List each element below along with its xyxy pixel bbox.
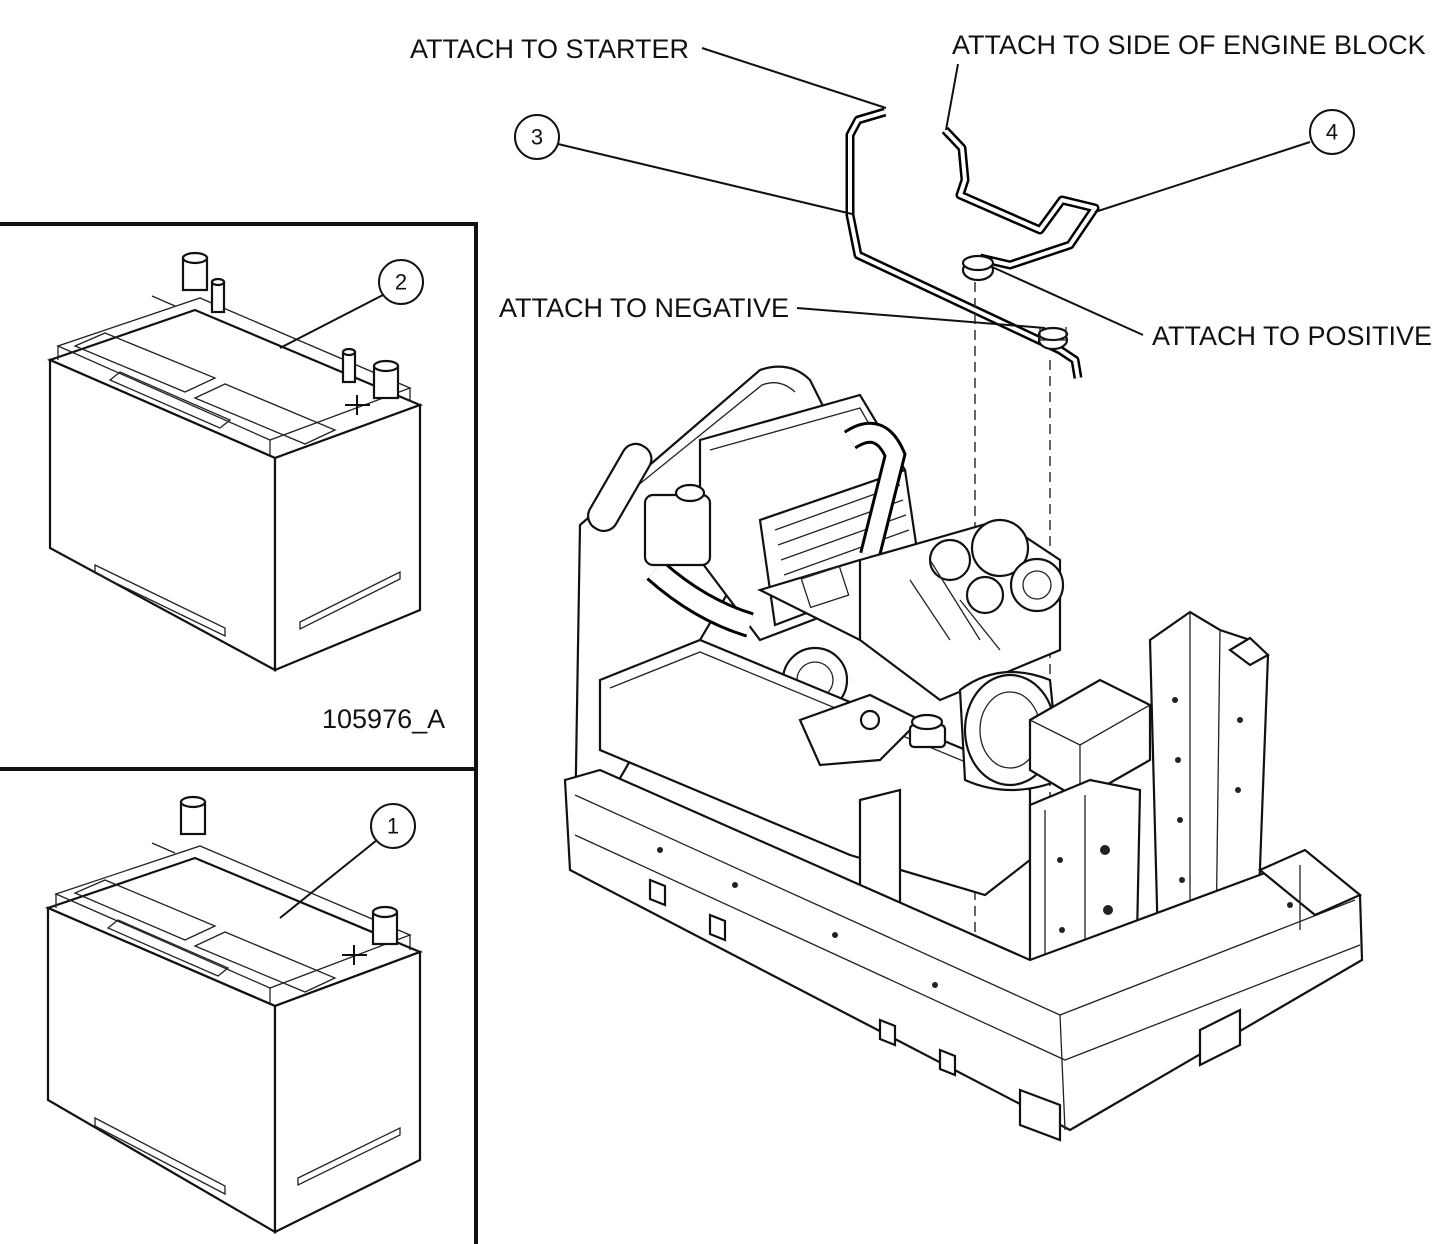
battery-inset-frames <box>0 222 478 1244</box>
attach-positive-text: ATTACH TO POSITIVE <box>1152 321 1432 351</box>
generator-assembly-illustration <box>563 365 1364 1142</box>
battery-upper-illustration <box>46 251 424 672</box>
callout-4-number: 4 <box>1326 120 1338 145</box>
figure-id-label: 105976_A <box>322 704 445 734</box>
callout-3-number: 3 <box>531 125 543 150</box>
attach-starter-text: ATTACH TO STARTER <box>410 34 689 64</box>
positive-cable <box>941 126 1100 282</box>
attach-engine-block-text: ATTACH TO SIDE OF ENGINE BLOCK <box>952 30 1426 60</box>
label-attach-negative: ATTACH TO NEGATIVE <box>499 293 1046 329</box>
callout-1-number: 1 <box>387 814 399 839</box>
negative-cable <box>845 107 1083 379</box>
callout-battery-upper: 2 <box>279 259 424 349</box>
callout-battery-lower: 1 <box>279 803 416 919</box>
callout-2-number: 2 <box>395 270 407 295</box>
label-attach-starter: ATTACH TO STARTER <box>410 34 887 109</box>
label-attach-engine-block: ATTACH TO SIDE OF ENGINE BLOCK <box>945 30 1426 131</box>
label-attach-positive: ATTACH TO POSITIVE <box>989 265 1432 351</box>
attach-negative-text: ATTACH TO NEGATIVE <box>499 293 789 323</box>
battery-lower-illustration <box>44 795 423 1234</box>
callout-positive-cable: 4 <box>1094 109 1355 213</box>
callout-negative-cable: 3 <box>514 114 853 215</box>
